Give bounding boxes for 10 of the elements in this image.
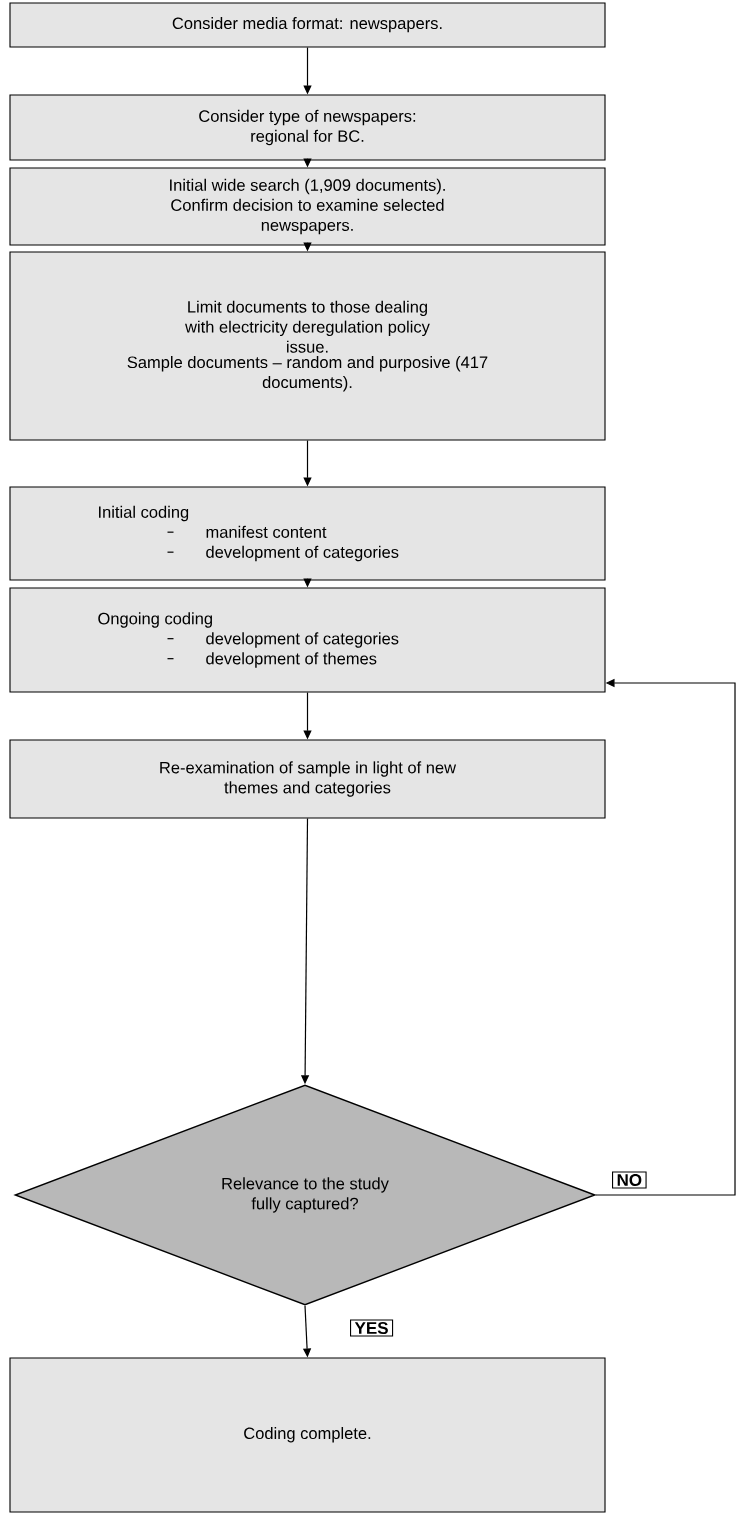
process-box: Ongoing coding development of categories development of themes (9, 587, 606, 693)
process-box: Re-examination of sample in light of new themes and categories (9, 739, 606, 819)
edge-label: YES (350, 1319, 394, 1337)
edge-label: NO (612, 1171, 647, 1189)
process-box: Consider type of newspapers: regional for BC. (9, 94, 606, 161)
process-box: Coding complete. (9, 1357, 606, 1513)
process-box: Limit documents to those dealing with electricity deregulation policy issue. Sample documents – random and purposive (417 documents). (9, 251, 606, 441)
process-box: Initial coding manifest content development of categories (9, 486, 606, 581)
process-box: Initial wide search (1,909 documents). Confirm decision to examine selected newspapers. (9, 167, 606, 246)
process-box: Consider media format: newspapers. (9, 2, 606, 48)
